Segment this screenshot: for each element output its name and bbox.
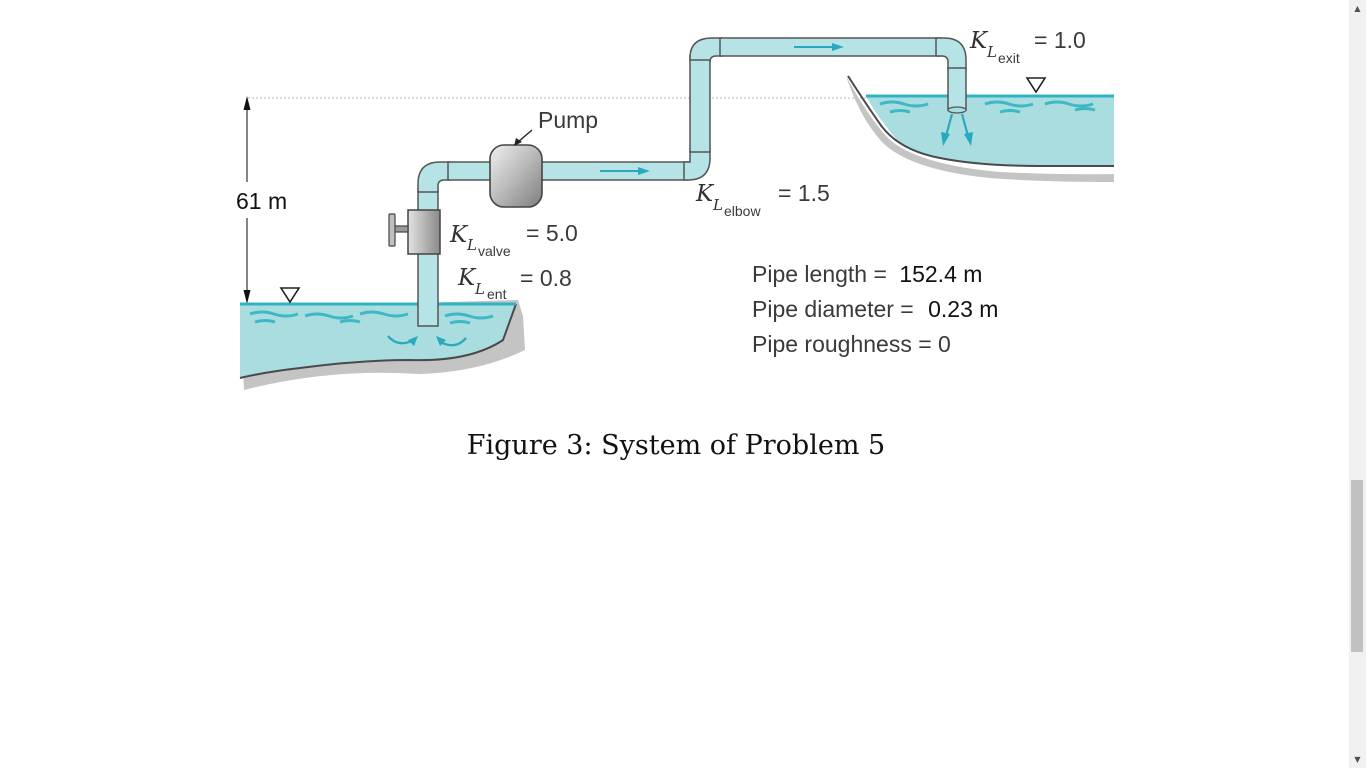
- upper-reservoir: [846, 75, 1114, 182]
- lower-reservoir: [239, 300, 525, 390]
- svg-text:K: K: [457, 265, 477, 291]
- svg-text:= 0.8: = 0.8: [520, 265, 572, 291]
- scroll-down-icon[interactable]: ▼: [1354, 755, 1361, 764]
- pipe-roughness-label: Pipe roughness = 0: [752, 331, 951, 357]
- svg-text:L: L: [466, 236, 477, 254]
- svg-text:Pipe length = 152.4 m: Pipe length = 152.4 m: [752, 261, 982, 287]
- valve: [388, 209, 441, 255]
- pump-label: Pump: [538, 107, 598, 133]
- svg-text:K: K: [969, 28, 989, 54]
- flow-arrow-icon: [387, 43, 973, 347]
- k-valve-label: K L valve = 5.0: [449, 220, 578, 259]
- svg-text:valve: valve: [478, 243, 511, 259]
- svg-text:ent: ent: [487, 286, 507, 302]
- pump: [489, 129, 543, 208]
- svg-text:L: L: [474, 280, 485, 298]
- height-label: 61 m: [236, 188, 287, 214]
- svg-text:Pipe roughness = 0: Pipe roughness = 0: [752, 331, 951, 357]
- svg-text:K: K: [449, 222, 469, 248]
- pipe-length-value: 152.4 m: [899, 261, 982, 287]
- height-dimension-arrow: [243, 96, 251, 304]
- pipe-system-diagram: 61 m: [236, 27, 1114, 390]
- pipe-diameter-value: 0.23 m: [928, 296, 998, 322]
- k-exit-label: K L exit = 1.0: [969, 27, 1086, 66]
- svg-text:exit: exit: [998, 50, 1020, 66]
- svg-text:L: L: [986, 43, 997, 61]
- svg-text:= 5.0: = 5.0: [526, 220, 578, 246]
- svg-text:Pipe diameter = 0.23 m: Pipe diameter = 0.23 m: [752, 296, 998, 322]
- pipe-length-label: Pipe length =: [752, 261, 887, 287]
- svg-text:K: K: [695, 181, 715, 207]
- k-entrance-label: K L ent = 0.8: [457, 265, 572, 302]
- figure-caption: Figure 3: System of Problem 5: [466, 430, 886, 461]
- scroll-thumb[interactable]: [1351, 480, 1363, 652]
- svg-text:= 1.0: = 1.0: [1034, 27, 1086, 53]
- upper-water-level-symbol: [1025, 77, 1047, 94]
- pipe-properties: Pipe length = 152.4 m Pipe diameter = 0.…: [752, 261, 998, 357]
- pipe-diameter-label: Pipe diameter =: [752, 296, 914, 322]
- lower-water-level-symbol: [279, 287, 301, 304]
- svg-text:L: L: [712, 196, 723, 214]
- scroll-up-icon[interactable]: ▲: [1354, 4, 1361, 13]
- svg-text:= 1.5: = 1.5: [778, 180, 830, 206]
- vertical-scrollbar[interactable]: ▲ ▼: [1349, 0, 1366, 768]
- svg-text:elbow: elbow: [724, 203, 761, 219]
- k-elbow-label: K L elbow = 1.5: [695, 180, 830, 219]
